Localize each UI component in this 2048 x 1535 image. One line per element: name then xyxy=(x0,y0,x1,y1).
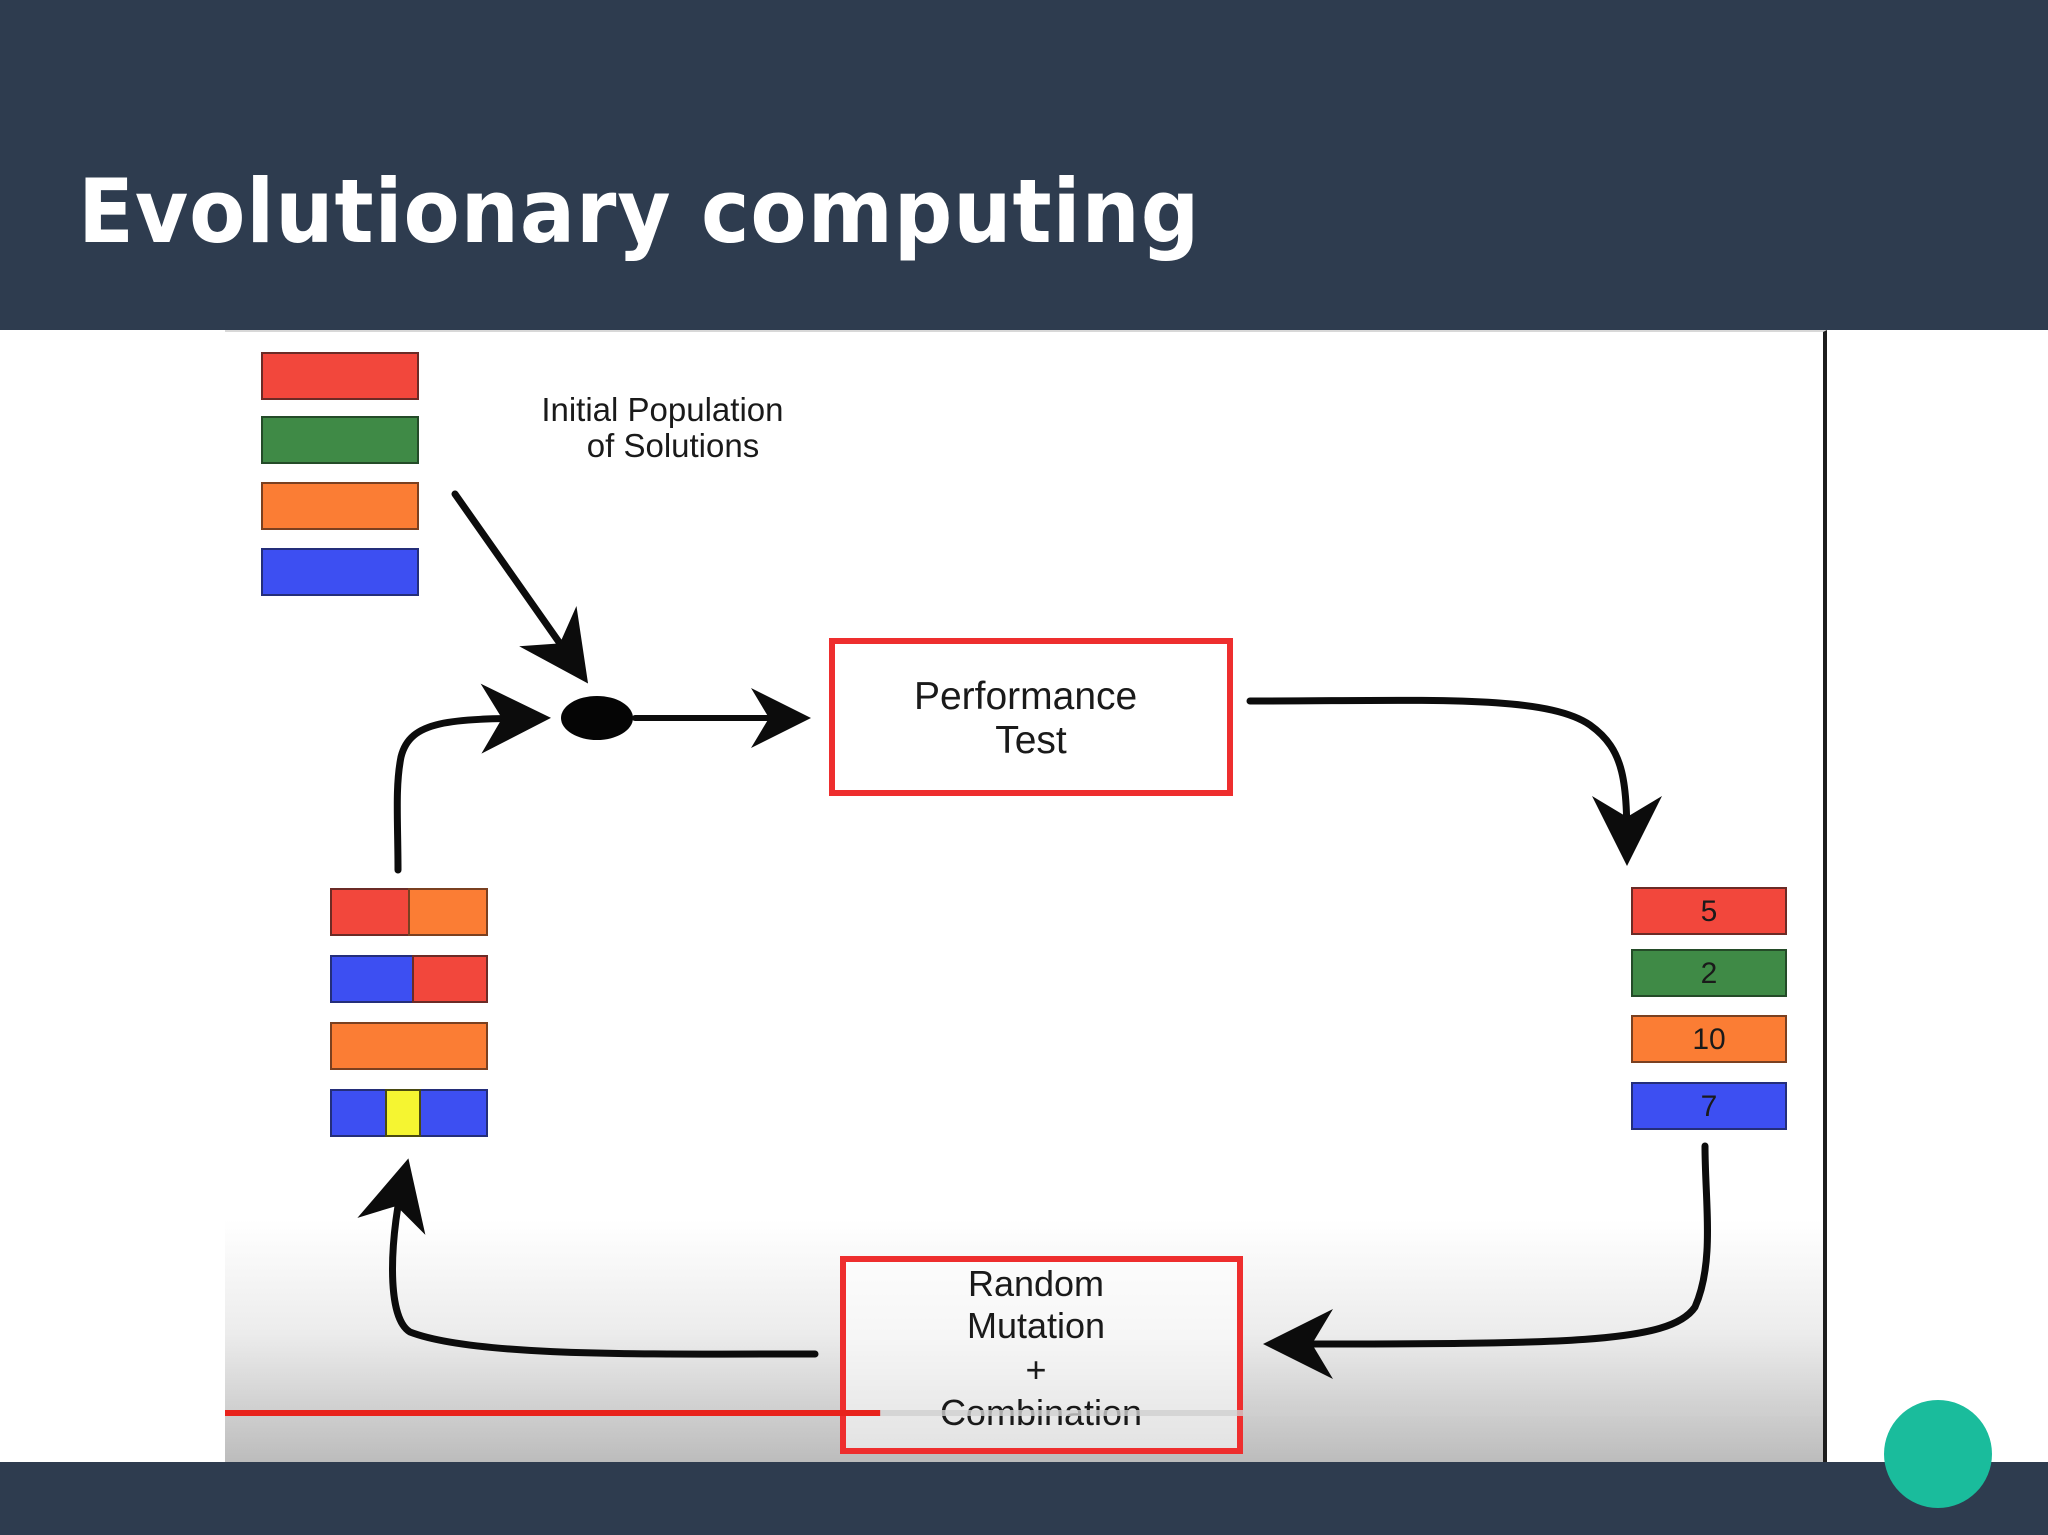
initial-population-label: Initial Population of Solutions xyxy=(541,391,792,464)
evolution-cycle-diagram: Initial Population of Solutions Performa… xyxy=(225,352,1823,1454)
new-solution-2-red xyxy=(412,955,488,1003)
new-solution-1-orange xyxy=(408,888,488,936)
arrow-scores-to-mutation xyxy=(1263,1142,1711,1379)
new-solution-1-red xyxy=(330,888,410,936)
initial-population-line-2: of Solutions xyxy=(587,427,759,464)
random-mutation-line-3: + xyxy=(1025,1349,1046,1390)
new-population-stack xyxy=(330,888,488,1137)
arrow-mutation-to-new-population xyxy=(357,1158,819,1358)
initial-solution-blue xyxy=(261,548,419,596)
video-progress-track xyxy=(225,1410,1823,1416)
arrow-population-to-node xyxy=(451,490,589,684)
initial-solution-orange xyxy=(261,482,419,530)
initial-population-line-1: Initial Population xyxy=(541,391,783,428)
slide-footer xyxy=(0,1462,2048,1535)
fitness-score-red: 5 xyxy=(1701,895,1718,928)
fitness-score-blue: 7 xyxy=(1701,1090,1718,1123)
slide-header: Evolutionary computing xyxy=(0,0,2048,330)
video-progress-fill xyxy=(225,1410,881,1416)
fitness-score-orange: 10 xyxy=(1692,1023,1725,1056)
performance-test-box xyxy=(829,638,1233,796)
accent-circle xyxy=(1884,1400,1992,1508)
scored-population-stack: 5 2 10 7 xyxy=(1631,887,1787,1130)
initial-solution-red xyxy=(261,352,419,400)
performance-test-line-1: Performance xyxy=(914,675,1137,718)
performance-test-label: Performance Test xyxy=(914,675,1148,762)
new-solution-4-mutation-yellow xyxy=(385,1089,421,1137)
scored-solution-red xyxy=(1631,887,1787,935)
new-solution-3-orange xyxy=(330,1022,488,1070)
video-frame[interactable]: Initial Population of Solutions Performa… xyxy=(225,330,1827,1470)
scored-solution-blue xyxy=(1631,1082,1787,1130)
initial-solution-green xyxy=(261,416,419,464)
random-mutation-box xyxy=(840,1256,1243,1454)
performance-test-line-2: Test xyxy=(995,719,1067,762)
scored-solution-green xyxy=(1631,949,1787,997)
random-mutation-line-1: Random xyxy=(968,1263,1104,1304)
arrow-performance-test-to-scores xyxy=(1246,696,1662,866)
initial-population-stack xyxy=(261,352,419,596)
video-progress-bar[interactable] xyxy=(225,1410,1823,1416)
slide-title: Evolutionary computing xyxy=(78,160,1201,263)
random-mutation-line-2: Mutation xyxy=(967,1305,1105,1346)
new-solution-2-blue xyxy=(330,955,414,1003)
fitness-score-green: 2 xyxy=(1701,957,1718,990)
merge-node xyxy=(561,696,633,740)
scored-solution-orange xyxy=(1631,1015,1787,1063)
arrow-new-population-to-node xyxy=(393,683,551,874)
